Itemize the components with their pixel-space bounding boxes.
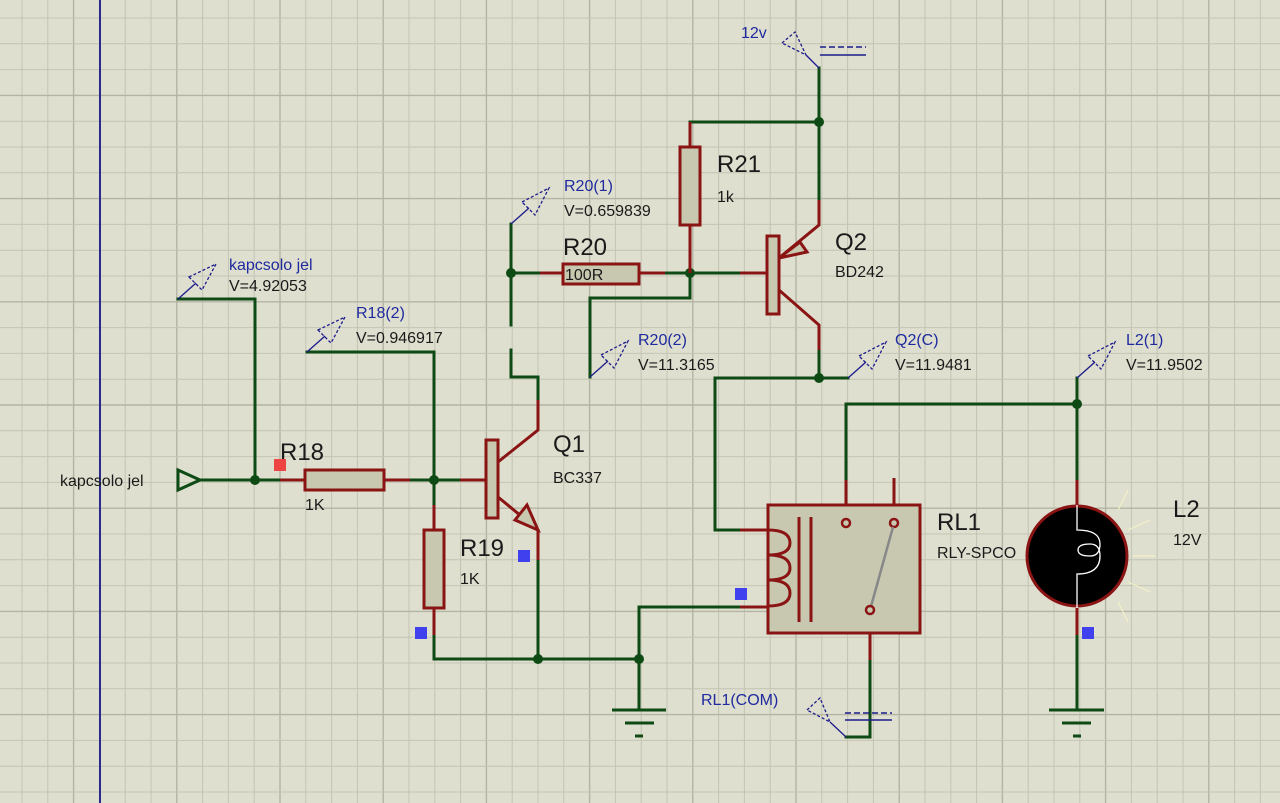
- rl1-ref: RL1: [937, 509, 981, 536]
- junction: [814, 117, 824, 127]
- transistor-q1[interactable]: Q1 BC337: [460, 400, 602, 562]
- transistor-q2[interactable]: Q2 BD242: [740, 200, 884, 350]
- probe-name: R18(2): [356, 305, 405, 322]
- wire-relay-coil-top[interactable]: [713, 376, 821, 532]
- pin-marker: [735, 588, 747, 600]
- selection-marker: [274, 459, 286, 471]
- rl1-com-label: RL1(COM): [701, 692, 778, 709]
- wire-relay-no[interactable]: [844, 402, 1079, 482]
- junction: [533, 654, 543, 664]
- wire-relay-coil-bottom[interactable]: [637, 605, 742, 661]
- resistor-r19[interactable]: R19 1K: [415, 505, 504, 639]
- probe-name: R20(2): [638, 332, 687, 349]
- lamp-l2[interactable]: L2 12V: [1025, 480, 1202, 639]
- wire-q1-collector[interactable]: [509, 348, 540, 402]
- pin-marker: [518, 550, 530, 562]
- wire-supply[interactable]: [688, 66, 821, 142]
- ground-1[interactable]: [612, 708, 666, 738]
- r18-ref: R18: [280, 439, 324, 466]
- resistor-r18[interactable]: R18 1K: [274, 439, 410, 514]
- lamp-rays-icon: [1117, 489, 1155, 623]
- probe-arrow-icon: [1086, 340, 1117, 371]
- probe-value: V=11.9502: [1126, 357, 1203, 374]
- r21-value: 1k: [717, 189, 735, 206]
- q2-ref: Q2: [835, 229, 867, 256]
- q1-ref: Q1: [553, 431, 585, 458]
- r20-ref: R20: [563, 234, 607, 261]
- input-terminal-icon: [176, 467, 204, 493]
- probe-name: kapcsolo jel: [229, 257, 313, 274]
- wire-q2-collector[interactable]: [817, 348, 850, 380]
- voltage-probe[interactable]: kapcsolo jel V=4.92053: [177, 257, 313, 300]
- q2-value: BD242: [835, 264, 884, 281]
- input-terminal-label: kapcsolo jel: [60, 473, 144, 490]
- input-terminal[interactable]: kapcsolo jel: [60, 467, 204, 493]
- l2-value: 12V: [1173, 532, 1202, 549]
- r19-value: 1K: [460, 571, 480, 588]
- wire-probe-kapcsolo[interactable]: [176, 297, 257, 482]
- power-terminal-label: 12v: [741, 25, 767, 42]
- rl1-com-terminal[interactable]: RL1(COM): [701, 692, 892, 738]
- r20-value: 100R: [565, 267, 603, 284]
- relay-coil-icon: [767, 528, 792, 608]
- wire-relay-com[interactable]: [844, 658, 872, 739]
- emitter-arrow-icon: [512, 502, 541, 533]
- r19-ref: R19: [460, 535, 504, 562]
- probe-value: V=11.3165: [638, 357, 715, 374]
- wire-ground-bus[interactable]: [432, 633, 641, 661]
- junction: [429, 475, 439, 485]
- junction: [634, 654, 644, 664]
- relay-switch-icon: [868, 526, 895, 611]
- junction: [250, 475, 260, 485]
- l2-ref: L2: [1173, 496, 1200, 523]
- voltage-probe[interactable]: R18(2) V=0.946917: [306, 305, 443, 353]
- pin-marker: [415, 627, 427, 639]
- probe-value: V=0.946917: [356, 330, 443, 347]
- probe-name: R20(1): [564, 178, 613, 195]
- voltage-probe[interactable]: R20(2) V=11.3165: [589, 332, 715, 378]
- wire-probe-r18[interactable]: [305, 350, 436, 482]
- probe-name: Q2(C): [895, 332, 939, 349]
- pin-marker: [1082, 627, 1094, 639]
- power-terminal-icon: [780, 30, 808, 57]
- junctions: [250, 117, 1082, 664]
- probe-arrow-icon: [520, 186, 551, 217]
- probe-arrow-icon: [599, 339, 630, 370]
- probe-value: V=0.659839: [564, 203, 651, 220]
- resistor-r21[interactable]: R21 1k: [678, 122, 761, 273]
- voltage-probe[interactable]: Q2(C) V=11.9481: [847, 332, 972, 379]
- resistor-r20[interactable]: R20 100R: [540, 234, 665, 286]
- wires: [176, 66, 1079, 739]
- r21-ref: R21: [717, 151, 761, 178]
- probe-value: V=4.92053: [229, 278, 307, 295]
- power-terminal-12v[interactable]: 12v: [741, 25, 866, 69]
- ground-2[interactable]: [1049, 708, 1104, 738]
- q1-value: BC337: [553, 470, 602, 487]
- emitter-arrow-icon: [778, 239, 810, 260]
- junction: [814, 373, 824, 383]
- junction: [1072, 399, 1082, 409]
- com-terminal-icon: [805, 696, 832, 724]
- rl1-value: RLY-SPCO: [937, 545, 1016, 562]
- r18-value: 1K: [305, 497, 325, 514]
- probe-arrow-icon: [857, 340, 888, 371]
- lamp-filament-icon: [1076, 505, 1101, 608]
- probe-name: L2(1): [1126, 332, 1163, 349]
- probe-value: V=11.9481: [895, 357, 972, 374]
- relay-rl1[interactable]: RL1 RLY-SPCO: [735, 478, 1016, 660]
- junction: [506, 268, 516, 278]
- voltage-probe[interactable]: R20(1) V=0.659839: [510, 178, 651, 225]
- voltage-probe[interactable]: L2(1) V=11.9502: [1076, 332, 1203, 379]
